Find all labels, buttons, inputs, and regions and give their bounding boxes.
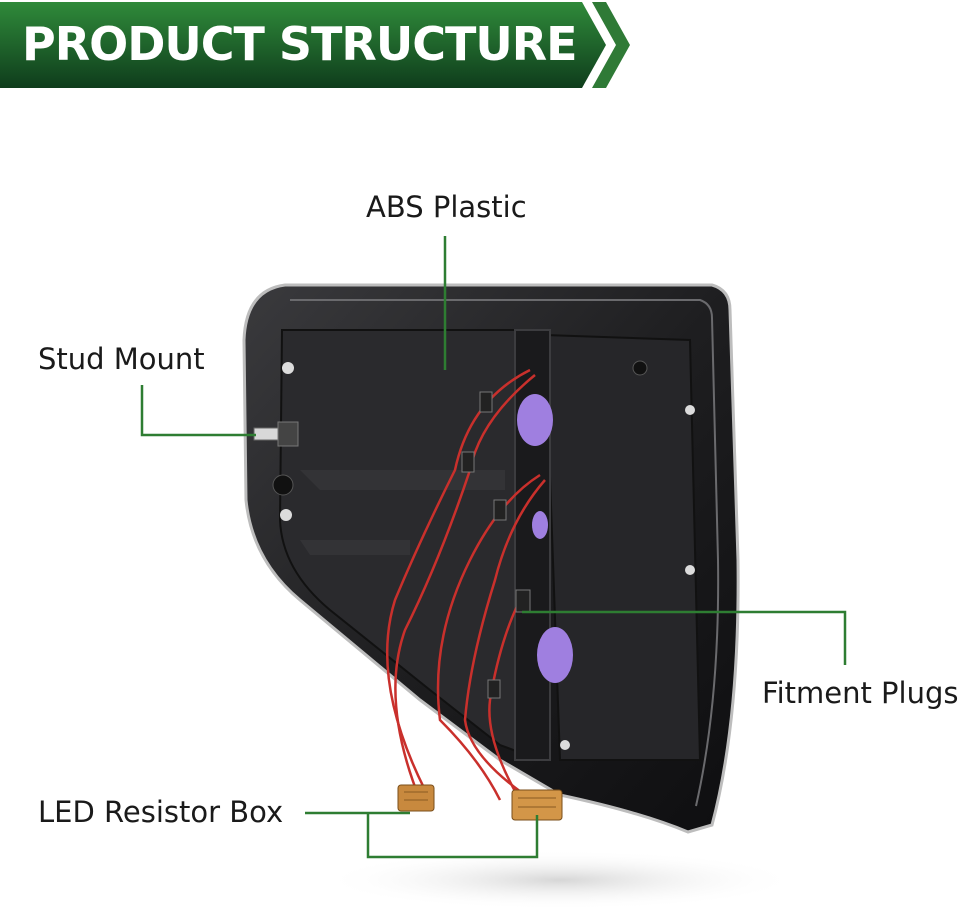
mount-hole <box>685 565 695 575</box>
stud-mount-bolt <box>253 427 279 441</box>
wire-connectors <box>461 391 531 699</box>
rib-lower <box>300 540 410 555</box>
bulb-upper <box>517 394 553 446</box>
leader-lines <box>140 236 847 859</box>
bulb-lower <box>537 627 573 683</box>
led-resistor-box-label: LED Resistor Box <box>38 795 284 829</box>
right-chamber <box>543 333 702 761</box>
floor-shadow <box>320 850 800 910</box>
abs-plastic-label: ABS Plastic <box>366 190 527 224</box>
resistor-box-right <box>511 789 563 821</box>
resistor-box-left <box>397 784 435 812</box>
housing-rim <box>290 299 720 807</box>
stud-mount-label: Stud Mount <box>38 342 205 376</box>
stud-mount-leader <box>140 385 256 437</box>
mount-hole <box>685 405 695 415</box>
fitment-plugs-leader <box>522 610 847 665</box>
bulb-middle <box>532 511 548 539</box>
mount-hole <box>280 509 292 521</box>
wiring-harness <box>385 368 546 807</box>
resistor-box-leader-b <box>366 813 539 859</box>
mount-hole <box>272 474 294 496</box>
header-banner <box>0 2 630 88</box>
mount-hole <box>560 740 570 750</box>
mount-hole <box>632 360 648 376</box>
mount-hole <box>282 362 294 374</box>
page-title: PRODUCT STRUCTURE <box>22 17 578 71</box>
stud-mount-base <box>277 421 299 447</box>
rib-upper <box>300 470 505 490</box>
fitment-plugs-label: Fitment Plugs <box>762 676 959 710</box>
